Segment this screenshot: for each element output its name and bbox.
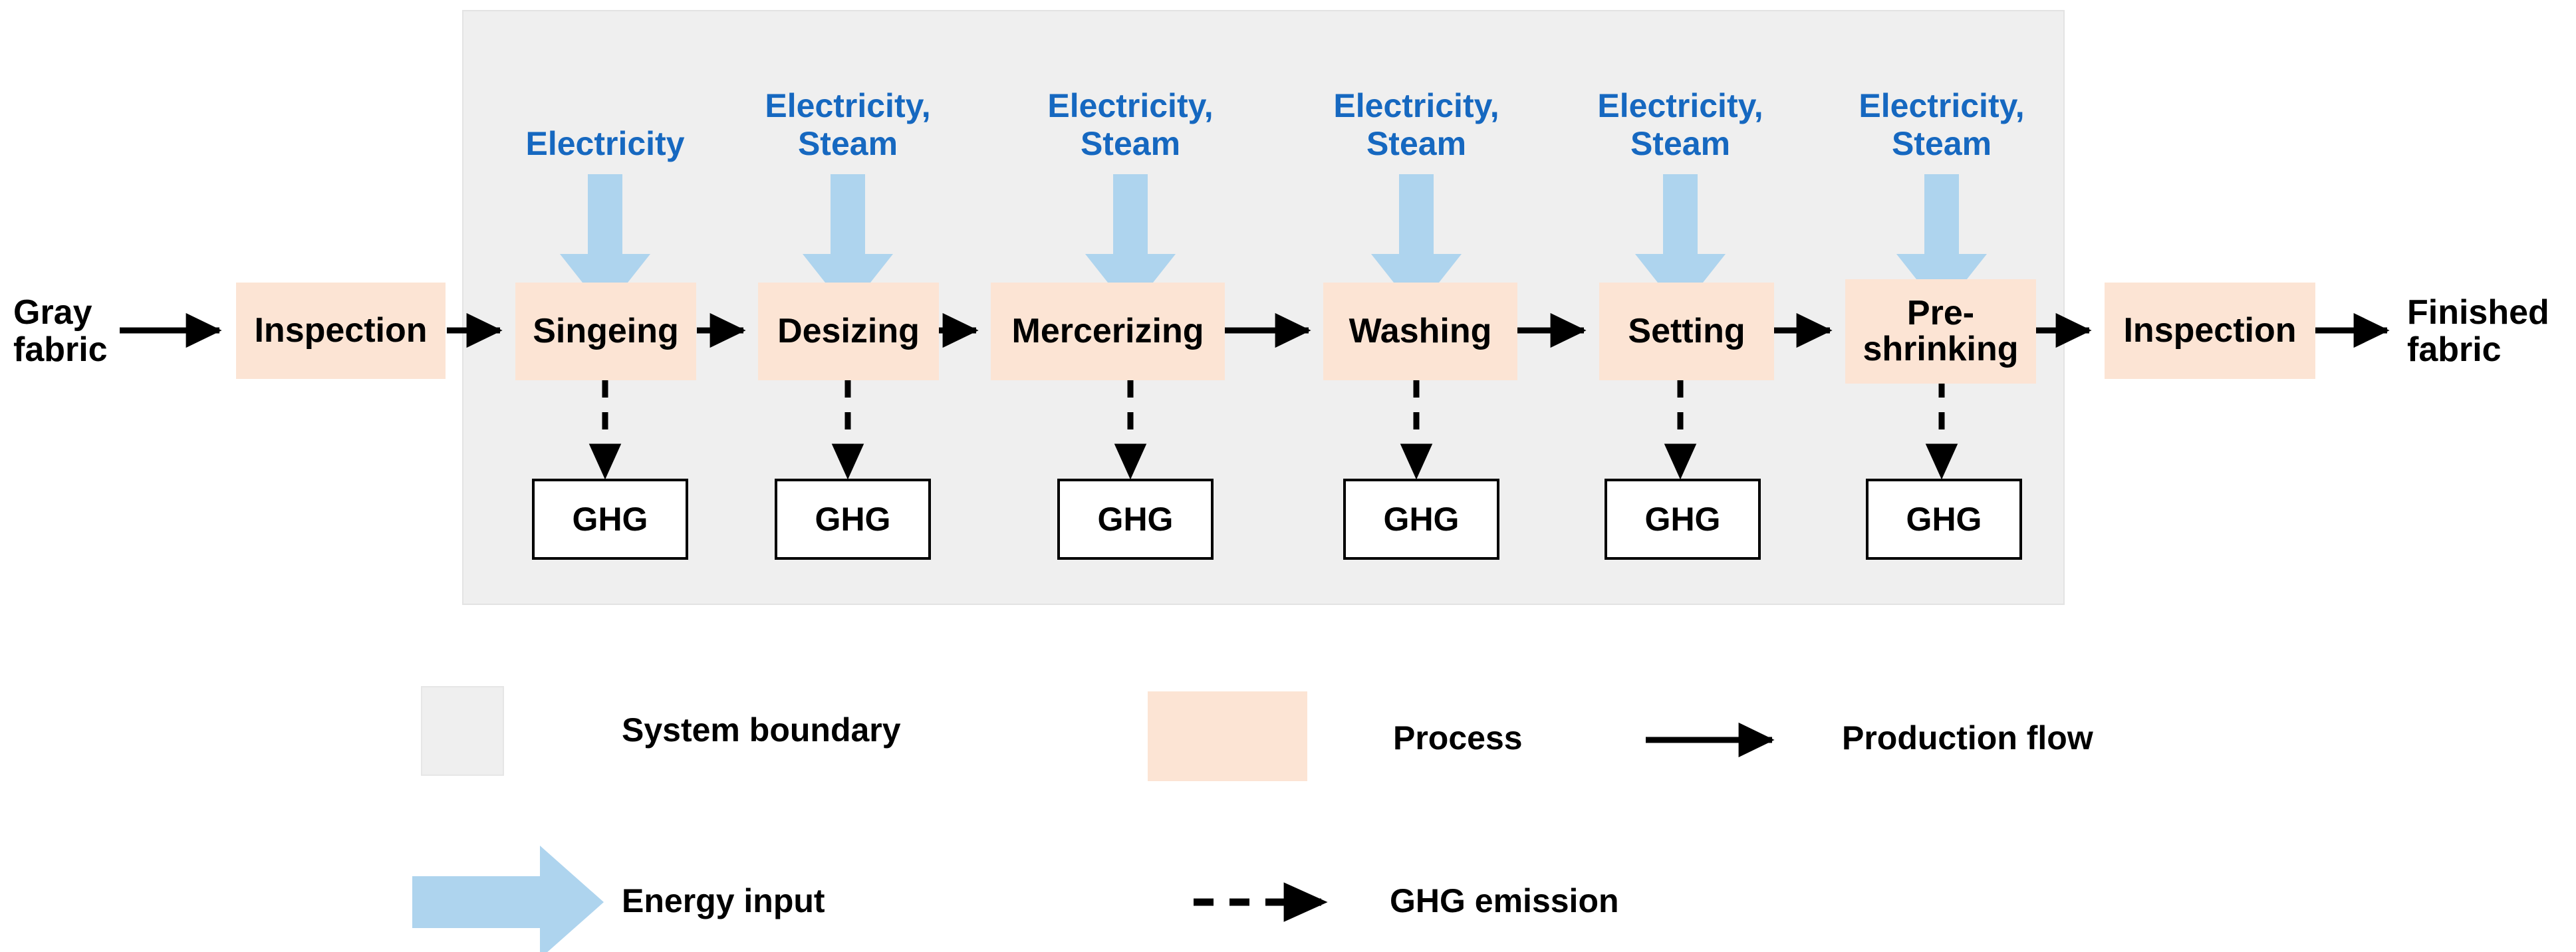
- legend-label-energy-input: Energy input: [622, 882, 825, 919]
- finished-fabric-label: Finished fabric: [2407, 293, 2549, 369]
- system-boundary-region: [462, 10, 2065, 605]
- ghg-box-desizing[interactable]: GHG: [775, 479, 931, 560]
- legend-label-process: Process: [1393, 719, 1523, 757]
- legend-label-system-boundary: System boundary: [622, 711, 901, 749]
- ghg-box-setting[interactable]: GHG: [1605, 479, 1761, 560]
- process-box-washing[interactable]: Washing: [1323, 283, 1517, 380]
- process-box-mercerizing[interactable]: Mercerizing: [991, 283, 1225, 380]
- ghg-box-washing[interactable]: GHG: [1343, 479, 1499, 560]
- process-box-singeing[interactable]: Singeing: [515, 283, 696, 380]
- gray-fabric-label: Gray fabric: [13, 293, 108, 369]
- energy-label-singeing: Electricity: [525, 125, 685, 162]
- ghg-box-mercerizing[interactable]: GHG: [1057, 479, 1214, 560]
- process-box-inspection-left[interactable]: Inspection: [236, 283, 446, 379]
- legend-swatch-system-boundary: [421, 686, 504, 776]
- legend-label-production-flow: Production flow: [1842, 719, 2093, 757]
- energy-label-setting: Electricity, Steam: [1597, 87, 1763, 162]
- energy-label-preshrinking: Electricity, Steam: [1859, 87, 2025, 162]
- legend-energy-input-arrow: [412, 846, 604, 952]
- process-box-desizing[interactable]: Desizing: [758, 283, 939, 380]
- legend-label-ghg-emission: GHG emission: [1390, 882, 1619, 919]
- ghg-box-singeing[interactable]: GHG: [532, 479, 688, 560]
- legend-swatch-process: [1148, 691, 1307, 781]
- energy-label-mercerizing: Electricity, Steam: [1047, 87, 1214, 162]
- energy-label-washing: Electricity, Steam: [1333, 87, 1499, 162]
- process-box-inspection-right[interactable]: Inspection: [2105, 283, 2315, 379]
- energy-label-desizing: Electricity, Steam: [765, 87, 931, 162]
- process-box-setting[interactable]: Setting: [1599, 283, 1774, 380]
- process-box-preshrinking[interactable]: Pre- shrinking: [1845, 279, 2036, 384]
- ghg-box-preshrinking[interactable]: GHG: [1866, 479, 2022, 560]
